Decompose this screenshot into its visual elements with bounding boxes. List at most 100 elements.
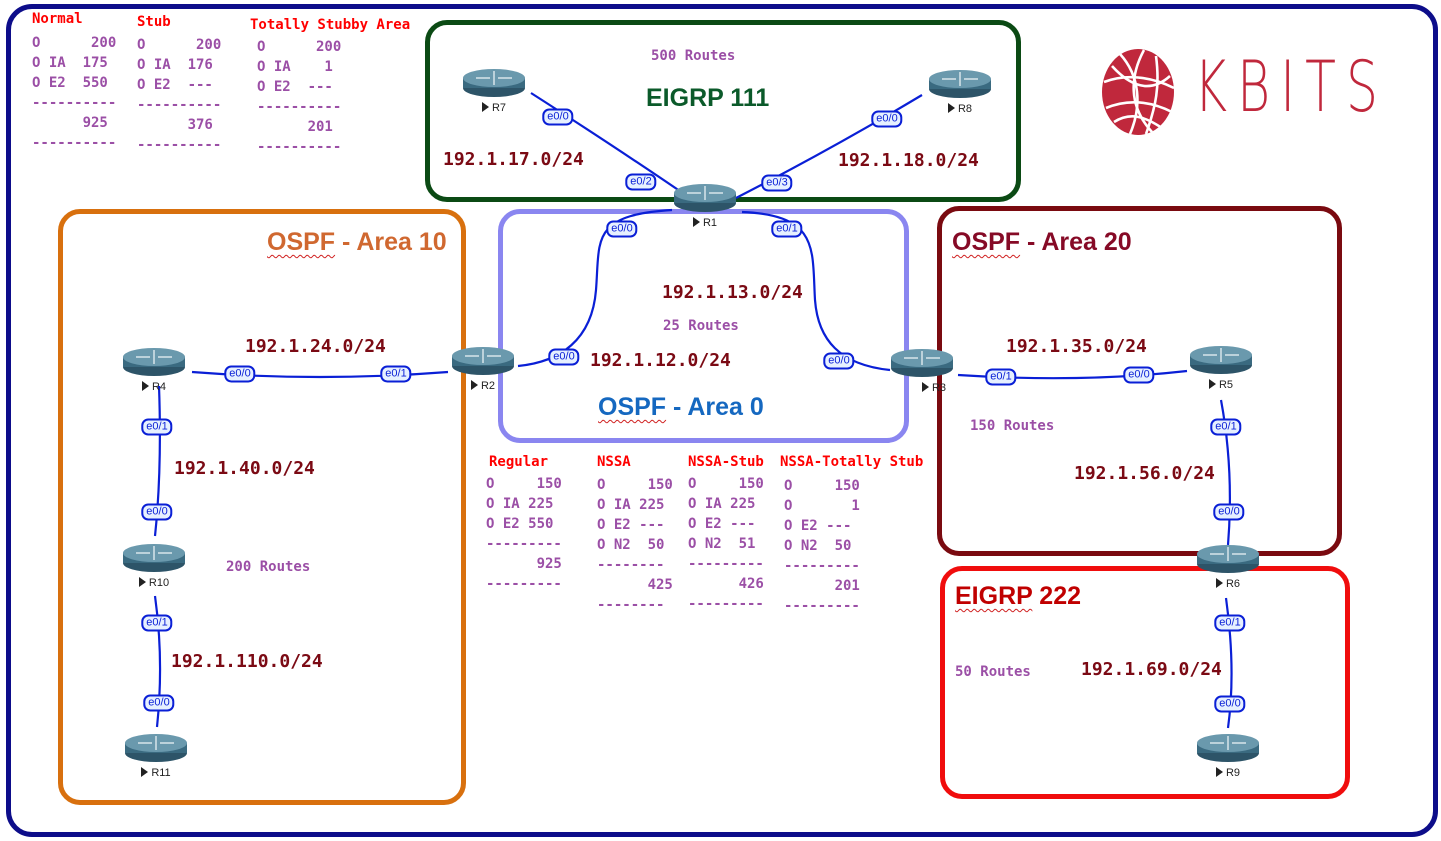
link-r8-r1 xyxy=(735,94,923,199)
table-row: O N2 50 xyxy=(597,537,665,553)
iface-r5-e0-1[interactable]: e0/1 xyxy=(1210,418,1242,436)
table-row: ---------- xyxy=(257,139,342,155)
table-totally-stubby: Totally Stubby Area O 200 O IA 1 O E2 --… xyxy=(250,17,410,157)
subnet-192-1-110: 192.1.110.0/24 xyxy=(171,651,323,672)
ospf-area-20-frame xyxy=(937,206,1342,556)
play-icon xyxy=(1208,379,1216,389)
play-icon xyxy=(141,381,149,391)
table-row: O N2 50 xyxy=(784,538,852,554)
iface-r1-e0-2[interactable]: e0/2 xyxy=(625,173,657,191)
router-r2[interactable]: R2 xyxy=(451,346,515,394)
iface-r7-e0-0[interactable]: e0/0 xyxy=(542,108,574,126)
iface-r9-e0-0[interactable]: e0/0 xyxy=(1214,695,1246,713)
area-title-rest: - Area 0 xyxy=(666,393,764,421)
table-row: O IA 176 xyxy=(137,57,213,73)
ospf-area-20-title: OSPF - Area 20 xyxy=(952,228,1132,257)
router-icon xyxy=(452,347,514,375)
table-regular: Regular O 150 O IA 225 O E2 550 --------… xyxy=(486,454,562,594)
table-title: Stub xyxy=(137,14,171,30)
iface-r1-e0-1[interactable]: e0/1 xyxy=(771,220,803,238)
subnet-192-1-18: 192.1.18.0/24 xyxy=(838,150,979,171)
router-label: R8 xyxy=(928,103,992,115)
table-row: O E2 --- xyxy=(137,77,213,93)
table-row: --------- xyxy=(688,556,764,572)
table-row: ---------- xyxy=(32,95,117,111)
table-stub: Stub O 200 O IA 176 O E2 --- ---------- … xyxy=(137,14,221,155)
area-title-rest: - Area 20 xyxy=(1020,228,1132,256)
table-row: O 150 xyxy=(486,476,562,492)
iface-r6-e0-1[interactable]: e0/1 xyxy=(1214,614,1246,632)
area-title-protocol: OSPF xyxy=(598,393,667,421)
iface-r8-e0-0[interactable]: e0/0 xyxy=(871,110,903,128)
area-title-protocol: OSPF xyxy=(267,228,336,256)
router-icon xyxy=(123,544,185,572)
router-r9[interactable]: R9 xyxy=(1196,733,1260,781)
table-row: O E2 --- xyxy=(688,516,756,532)
table-row: O IA 225 xyxy=(486,496,554,512)
table-row: O IA 225 xyxy=(688,496,756,512)
play-icon xyxy=(481,102,489,112)
table-row: O E2 --- xyxy=(257,79,333,95)
link-r4-r10 xyxy=(153,385,161,537)
iface-r3-e0-1[interactable]: e0/1 xyxy=(985,368,1017,386)
router-r5[interactable]: R5 xyxy=(1189,345,1253,393)
table-row: --------- xyxy=(784,558,860,574)
iface-r3-e0-0[interactable]: e0/0 xyxy=(823,352,855,370)
table-row: 925 xyxy=(32,115,108,131)
play-icon xyxy=(141,767,149,777)
router-r10[interactable]: R10 xyxy=(122,543,186,591)
table-row: O 200 xyxy=(32,35,117,51)
iface-r1-e0-0[interactable]: e0/0 xyxy=(606,220,638,238)
table-row: --------- xyxy=(486,536,562,552)
table-row: O IA 1 xyxy=(257,59,333,75)
play-icon xyxy=(470,380,478,390)
subnet-192-1-12: 192.1.12.0/24 xyxy=(590,350,731,371)
table-row: O 150 xyxy=(784,478,860,494)
area-0-routes: 25 Routes xyxy=(663,318,739,334)
router-icon xyxy=(1197,734,1259,762)
ospf-area-0-title: OSPF - Area 0 xyxy=(598,393,764,422)
table-row: --------- xyxy=(688,596,764,612)
router-r1[interactable]: R1 xyxy=(673,183,737,231)
router-r8[interactable]: R8 xyxy=(928,69,992,117)
table-row: O E2 550 xyxy=(486,516,554,532)
table-title: Totally Stubby Area xyxy=(250,17,411,33)
iface-r2-e0-1[interactable]: e0/1 xyxy=(380,365,412,383)
eigrp-222-title: EIGRP 222 xyxy=(955,582,1081,611)
router-r7[interactable]: R7 xyxy=(462,68,526,116)
table-row: O IA 225 xyxy=(597,497,665,513)
iface-r11-e0-0[interactable]: e0/0 xyxy=(143,694,175,712)
table-row: O 150 xyxy=(597,477,673,493)
eigrp-222-frame xyxy=(940,566,1350,799)
router-label: R6 xyxy=(1196,578,1260,590)
table-row: O 200 xyxy=(257,39,342,55)
play-icon xyxy=(1215,767,1223,777)
iface-r6-e0-0[interactable]: e0/0 xyxy=(1213,503,1245,521)
iface-r10-e0-1[interactable]: e0/1 xyxy=(141,614,173,632)
area-20-routes: 150 Routes xyxy=(970,418,1055,434)
router-r11[interactable]: R11 xyxy=(124,733,188,781)
router-icon xyxy=(1197,545,1259,573)
router-r4[interactable]: R4 xyxy=(122,347,186,395)
router-icon xyxy=(125,734,187,762)
router-r6[interactable]: R6 xyxy=(1196,544,1260,592)
iface-r2-e0-0[interactable]: e0/0 xyxy=(548,348,580,366)
area-title-protocol: OSPF xyxy=(952,228,1021,256)
iface-r4-e0-1[interactable]: e0/1 xyxy=(141,418,173,436)
iface-r4-e0-0[interactable]: e0/0 xyxy=(224,365,256,383)
iface-r1-e0-3[interactable]: e0/3 xyxy=(761,174,793,192)
iface-r10-e0-0[interactable]: e0/0 xyxy=(141,503,173,521)
table-title: Regular xyxy=(489,454,549,470)
play-icon xyxy=(138,577,146,587)
table-row: 376 xyxy=(137,117,213,133)
table-row: ---------- xyxy=(137,137,222,153)
link-r1-r2 xyxy=(517,208,673,368)
outer-border xyxy=(6,4,1438,837)
area-title-protocol: EIGRP xyxy=(955,582,1033,610)
router-r3[interactable]: R3 xyxy=(890,348,954,396)
table-title: NSSA xyxy=(597,454,631,470)
table-row: O IA 175 xyxy=(32,55,108,71)
router-label: R4 xyxy=(122,381,186,393)
iface-r5-e0-0[interactable]: e0/0 xyxy=(1123,366,1155,384)
